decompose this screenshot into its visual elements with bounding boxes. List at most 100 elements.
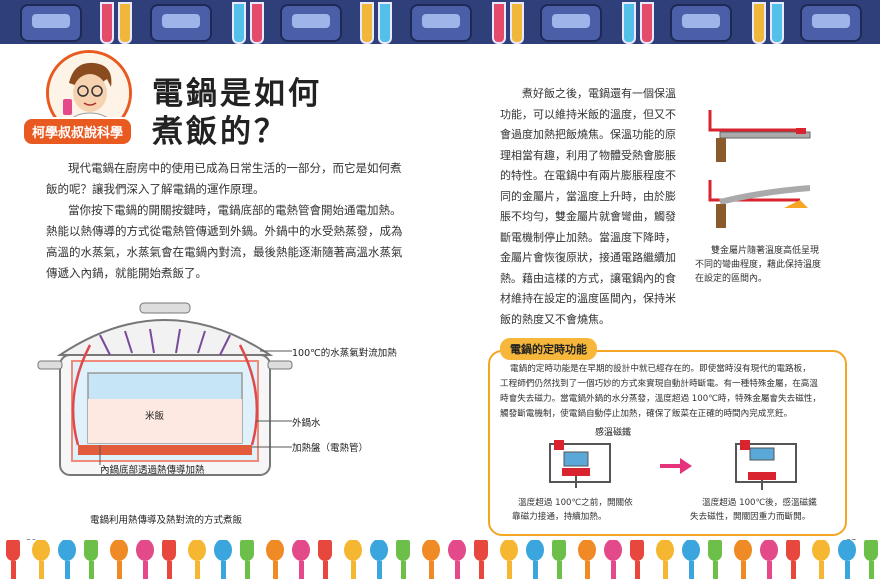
- test-tube-icon: [378, 2, 392, 44]
- spoon-icon: [760, 540, 778, 579]
- lab-machine-icon: [280, 4, 342, 42]
- right-paragraph-line: 煮好飯之後，電鍋還有一個保溫: [522, 87, 676, 100]
- spoon-icon: [188, 540, 206, 579]
- right-paragraph-line: 功能，可以維持米飯的溫度，但又不: [500, 107, 676, 121]
- spoon-icon: [500, 540, 518, 579]
- after-caption-line: 溫度超過 100℃後，感溫磁鐵: [702, 498, 817, 508]
- test-tube-icon: [100, 2, 114, 44]
- left-paragraph-line: 高溫的水蒸氣，水蒸氣會在電鍋內對流，最後熱能逐漸隨著高溫水蒸氣: [46, 245, 403, 259]
- spoon-icon: [682, 540, 700, 579]
- timer-line: 時會失去磁力。當電鍋外鍋的水分蒸發，溫度超過 100℃時，特殊金屬會失去磁性，: [500, 394, 821, 404]
- fork-icon: [786, 540, 800, 579]
- spoon-icon: [838, 540, 856, 579]
- timer-line: 工程師們仍然找到了一個巧妙的方式來實現自動計時斷電。有一種特殊金屬，在高溫: [500, 379, 818, 389]
- lab-machine-icon: [540, 4, 602, 42]
- test-tube-icon: [510, 2, 524, 44]
- test-tube-icon: [232, 2, 246, 44]
- fork-icon: [474, 540, 488, 579]
- spoon-icon: [344, 540, 362, 579]
- bimetal-caption-line: 雙金屬片隨著溫度高低呈現: [711, 246, 820, 256]
- left-paragraph-line: 當你按下電鍋的開關按鍵時，電鍋底部的電熱管會開始通電加熱。: [68, 203, 402, 217]
- before-caption-line: 溫度超過 100℃之前，開關依: [518, 498, 633, 508]
- diagram-caption: 電鍋利用熱傳導及熱對流的方式煮飯: [90, 515, 243, 526]
- left-paragraph-line: 傳遞入內鍋，就能開始煮飯了。: [46, 266, 207, 280]
- page-title-line1: 電鍋是如何: [152, 76, 322, 112]
- spoon-icon: [110, 540, 128, 579]
- after-caption-line: 失去磁性，開關因重力而斷開。: [690, 512, 811, 522]
- bimetal-caption-line: 在設定的區間內。: [695, 274, 768, 284]
- fork-icon: [396, 540, 410, 579]
- lab-machine-icon: [20, 4, 82, 42]
- spoon-icon: [656, 540, 674, 579]
- right-paragraph-line: 斷電機制停止加熱。當溫度下降時，: [500, 230, 676, 244]
- right-paragraph-line: 材維持在設定的溫度區間內，保持米: [500, 292, 676, 305]
- spoon-icon: [812, 540, 830, 579]
- right-paragraph-line: 同的金屬片，當溫度上升時，由於膨: [500, 189, 676, 203]
- fork-icon: [84, 540, 98, 579]
- spoon-icon: [32, 540, 50, 579]
- rice-cooker-diagram: [37, 302, 293, 476]
- timer-line: 電鍋的定時功能是在早期的設計中就已經存在的。即使當時沒有現代的電路板，: [510, 364, 811, 374]
- label-steam: 100℃的水蒸氣對流加熱: [292, 348, 397, 359]
- spoon-icon: [448, 540, 466, 579]
- right-paragraph-line: 金屬片會恢復原狀，接通電路繼續加: [500, 251, 676, 264]
- spoon-icon: [292, 540, 310, 579]
- lab-machine-icon: [800, 4, 862, 42]
- timer-line: 觸發斷電機制，使電鍋自動停止加熱，確保了飯菜在正確的時間內完成烹飪。: [500, 409, 793, 419]
- fork-icon: [318, 540, 332, 579]
- test-tube-icon: [250, 2, 264, 44]
- fork-icon: [162, 540, 176, 579]
- lab-machine-icon: [150, 4, 212, 42]
- test-tube-icon: [360, 2, 374, 44]
- after-caption: 溫度超過 100℃後，感溫磁鐵 失去磁性，開關因重力而斷開。: [690, 496, 817, 524]
- lab-machine-icon: [670, 4, 732, 42]
- spoon-icon: [604, 540, 622, 579]
- left-paragraph-line: 飯的呢？讓我們深入了解電鍋的運作原理。: [46, 182, 265, 196]
- fork-icon: [552, 540, 566, 579]
- test-tube-icon: [118, 2, 132, 44]
- right-paragraph-line: 脹不均勻，雙金屬片就會彎曲，觸發: [500, 210, 676, 223]
- label-heater: 加熱盤（電熱管）: [292, 443, 369, 454]
- spoon-icon: [578, 540, 596, 579]
- bimetal-caption-line: 不同的彎曲程度，藉此保持溫度: [695, 260, 822, 270]
- left-paragraph-line: 熱能以熱傳導的方式從電熱管傳遞到外鍋。外鍋中的水受熱蒸發，成為: [46, 224, 403, 238]
- magnet-label: 感溫磁鐵: [595, 428, 632, 438]
- spoon-icon: [526, 540, 544, 579]
- spoon-icon: [266, 540, 284, 579]
- brand-badge: 柯學叔叔說科學: [22, 117, 134, 146]
- bimetal-diagram: [708, 110, 811, 228]
- timer-box-title: 電鍋的定時功能: [500, 338, 597, 360]
- right-paragraph-line: 熱。藉由這樣的方式，讓電鍋內的食: [500, 271, 676, 285]
- label-rice: 米飯: [145, 411, 165, 422]
- page-title-line2: 煮飯的？: [152, 114, 288, 150]
- before-caption-line: 靠磁力接通，持續加熱。: [512, 512, 607, 522]
- spoon-icon: [136, 540, 154, 579]
- right-body: 煮好飯之後，電鍋還有一個保溫 功能，可以維持米飯的溫度，但又不 會過度加熱把飯燒…: [500, 84, 700, 330]
- fork-icon: [864, 540, 878, 579]
- top-banner: [0, 0, 880, 44]
- test-tube-icon: [640, 2, 654, 44]
- magnet-switch-diagram: [549, 440, 797, 490]
- test-tube-icon: [752, 2, 766, 44]
- label-conduction: 內鍋底部透過熱傳導加熱: [100, 465, 205, 476]
- left-paragraph-line: 現代電鍋在廚房中的使用已成為日常生活的一部分，而它是如何煮: [68, 161, 402, 175]
- lab-machine-icon: [410, 4, 472, 42]
- right-paragraph-line: 飯的熱度又不會燒焦。: [500, 312, 610, 326]
- fork-icon: [240, 540, 254, 579]
- right-paragraph-line: 理相當有趣，利用了物體受熱會膨脹: [500, 148, 676, 162]
- right-paragraph-line: 會過度加熱把飯燒焦。保溫功能的原: [500, 128, 676, 141]
- spoon-icon: [214, 540, 232, 579]
- label-water: 外鍋水: [292, 418, 321, 429]
- bottom-utensil-banner: [0, 540, 880, 579]
- right-paragraph-line: 的特性。在電鍋中有兩片膨脹程度不: [500, 169, 676, 182]
- test-tube-icon: [770, 2, 784, 44]
- bimetal-caption: 雙金屬片隨著溫度高低呈現 不同的彎曲程度，藉此保持溫度 在設定的區間內。: [695, 244, 821, 286]
- fork-icon: [630, 540, 644, 579]
- left-body: 現代電鍋在廚房中的使用已成為日常生活的一部分，而它是如何煮 飯的呢？讓我們深入了…: [46, 158, 446, 284]
- timer-body: 電鍋的定時功能是在早期的設計中就已經存在的。即使當時沒有現代的電路板， 工程師們…: [500, 362, 840, 422]
- spoon-icon: [370, 540, 388, 579]
- test-tube-icon: [622, 2, 636, 44]
- fork-icon: [6, 540, 20, 579]
- spoon-icon: [734, 540, 752, 579]
- before-caption: 溫度超過 100℃之前，開關依 靠磁力接通，持續加熱。: [512, 496, 633, 524]
